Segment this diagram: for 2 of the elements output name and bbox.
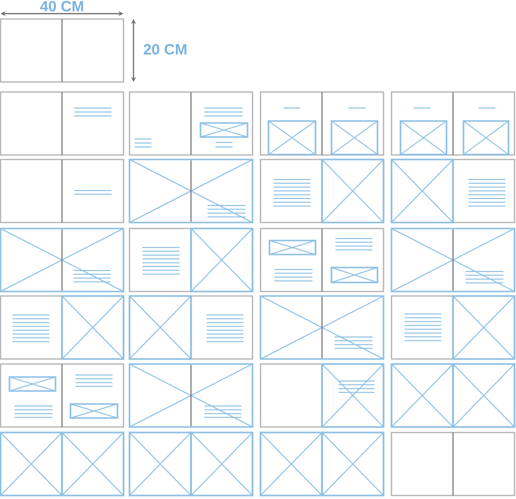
dimension-label: 20 CM <box>144 44 186 55</box>
dimension-label: 40 CM <box>40 0 84 12</box>
